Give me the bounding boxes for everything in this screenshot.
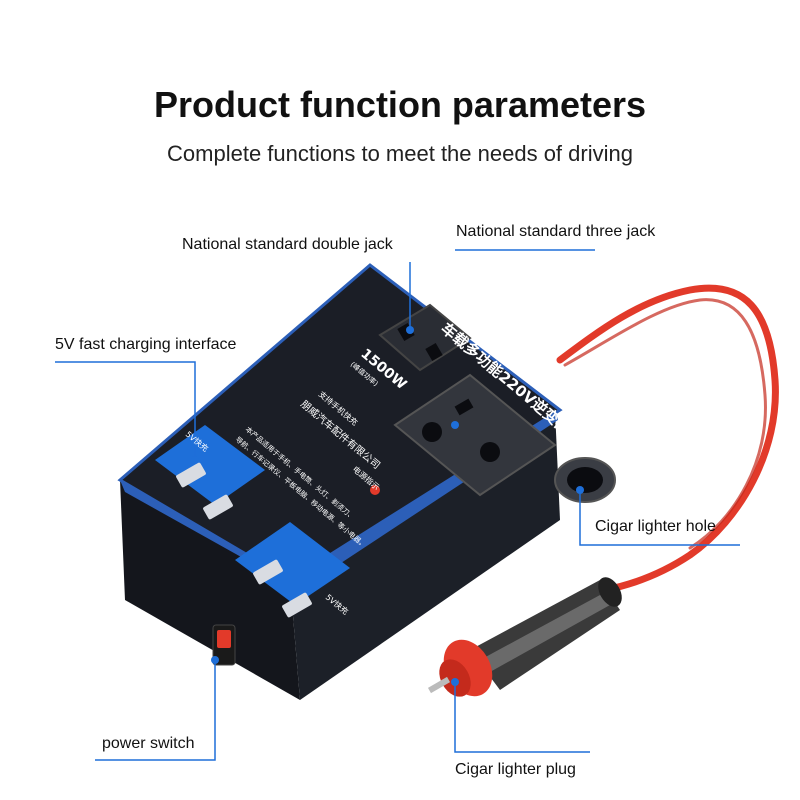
label-power-switch: power switch bbox=[102, 735, 195, 752]
cigar-lighter-plug bbox=[427, 577, 622, 697]
cigar-lighter-hole bbox=[554, 457, 616, 503]
double-jack-socket bbox=[378, 303, 472, 372]
usb-panel-left bbox=[155, 425, 265, 520]
callout-line-cigar-hole bbox=[579, 490, 740, 546]
label-double-jack: National standard double jack bbox=[182, 236, 393, 253]
label-cigar-plug: Cigar lighter plug bbox=[455, 761, 576, 778]
page-subtitle: Complete functions to meet the needs of … bbox=[167, 141, 633, 166]
label-three-jack: National standard three jack bbox=[456, 223, 656, 240]
label-cigar-hole: Cigar lighter hole bbox=[595, 518, 716, 535]
label-usb: 5V fast charging interface bbox=[55, 336, 237, 353]
callout-line-usb bbox=[55, 361, 196, 460]
page-title: Product function parameters bbox=[153, 84, 647, 125]
power-switch bbox=[212, 624, 236, 666]
cable bbox=[556, 284, 779, 594]
device-side bbox=[120, 480, 300, 700]
power-indicator-led bbox=[370, 485, 380, 495]
callout-lines bbox=[55, 249, 740, 761]
three-jack-socket bbox=[393, 373, 557, 497]
callout-line-cigar-plug bbox=[454, 682, 590, 753]
callout-line-power-switch bbox=[95, 660, 216, 761]
usb-panel-right bbox=[235, 522, 350, 618]
